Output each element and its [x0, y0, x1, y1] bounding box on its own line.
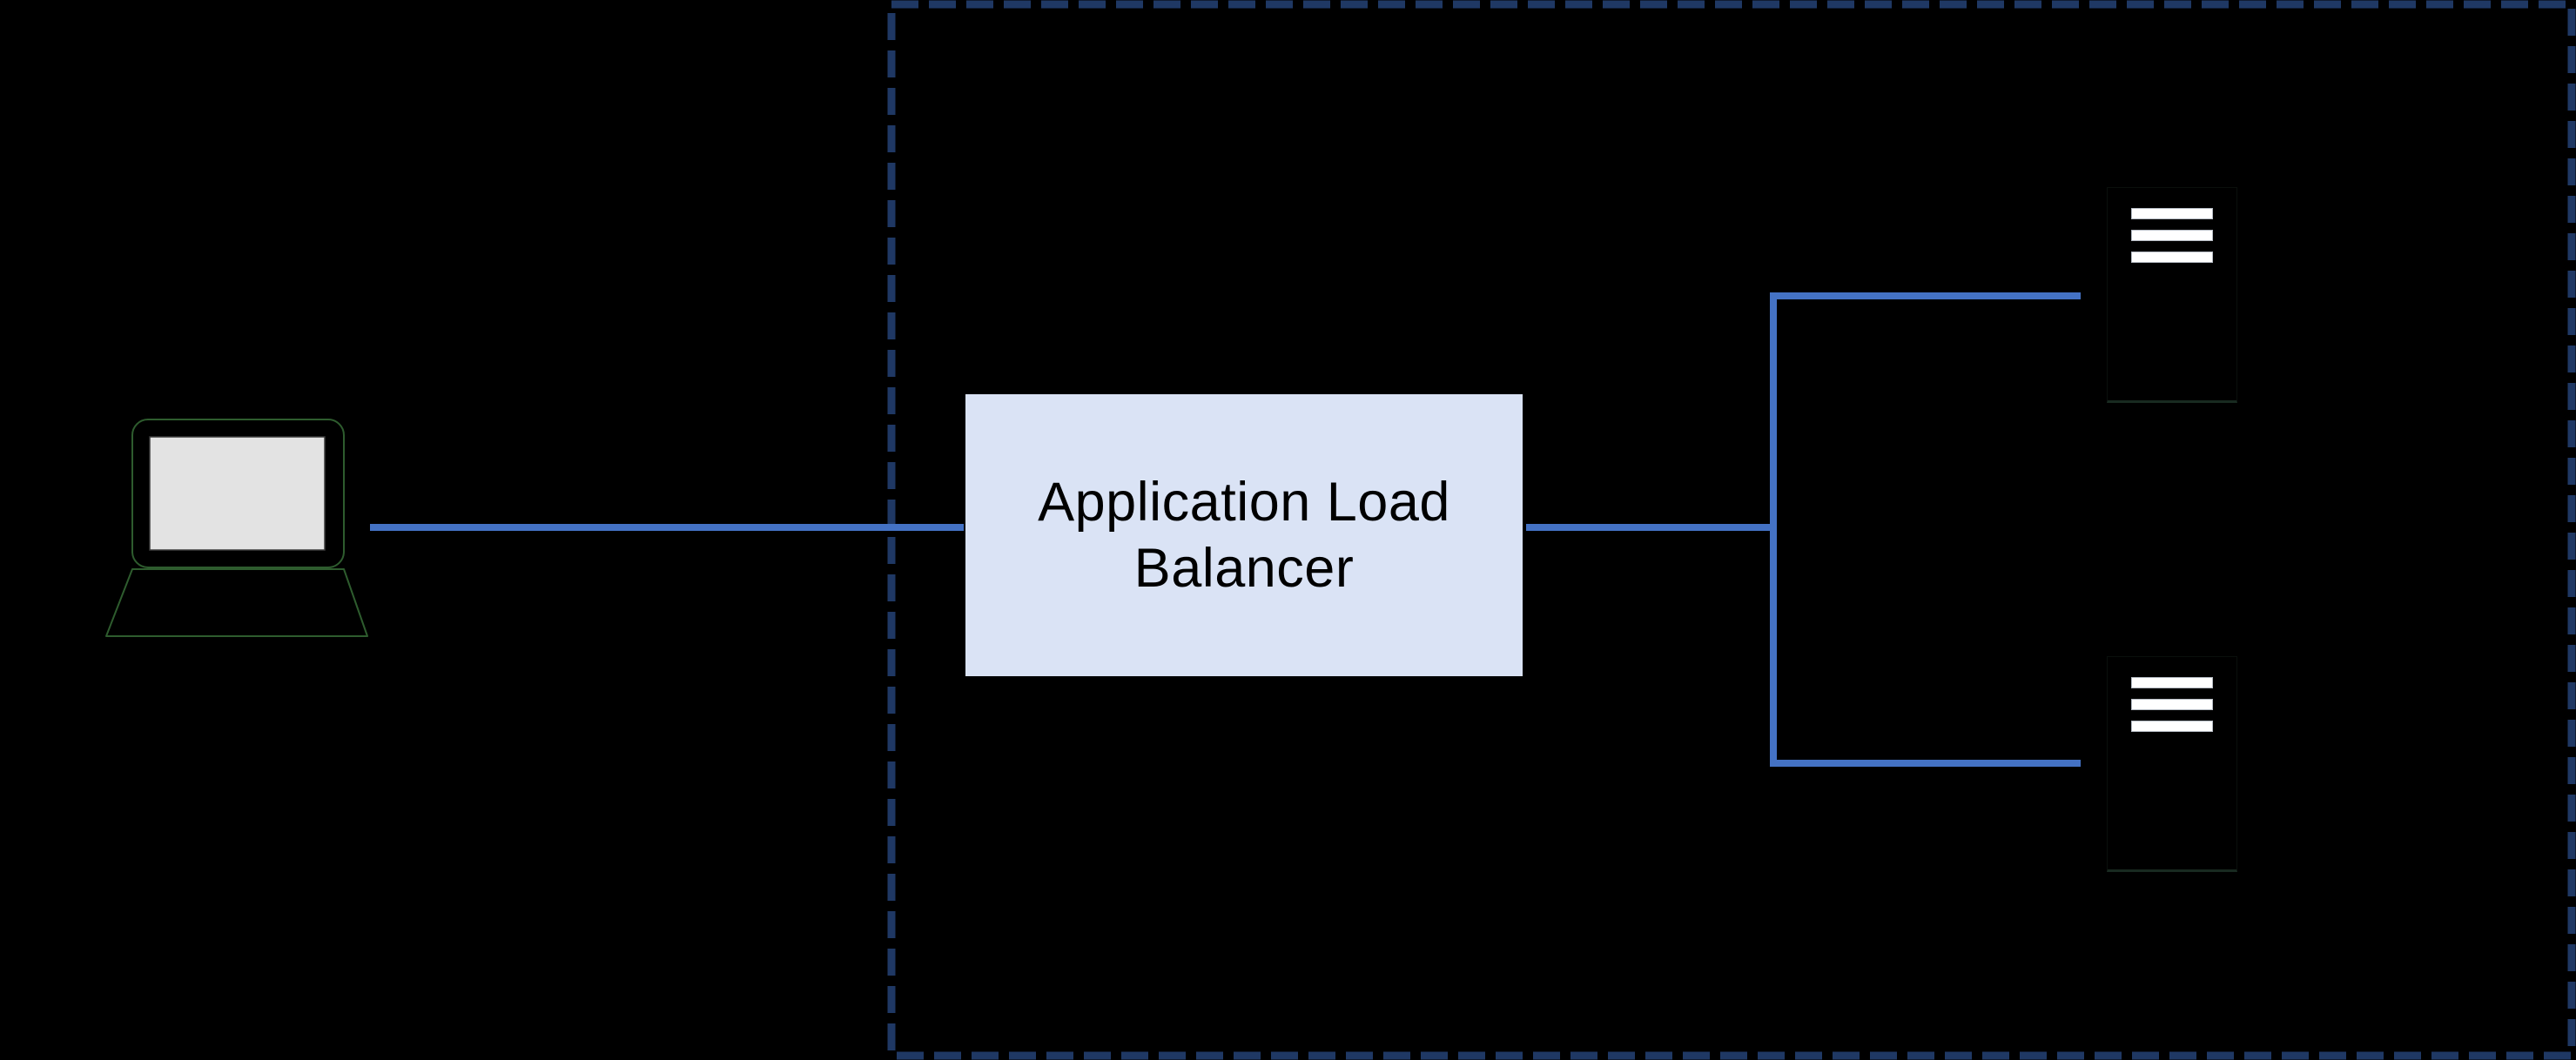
server-icon — [2107, 187, 2237, 403]
edge-split-bracket — [1770, 292, 2081, 767]
server-slot — [2131, 677, 2213, 688]
server-slot — [2131, 721, 2213, 732]
server-icon — [2107, 656, 2237, 872]
server-slot — [2131, 230, 2213, 241]
server-slot — [2131, 699, 2213, 710]
vpc-boundary — [887, 0, 2576, 1060]
alb-node: Application Load Balancer — [965, 394, 1523, 676]
laptop-icon — [105, 419, 368, 637]
server-slot — [2131, 252, 2213, 263]
laptop-base — [105, 568, 368, 637]
laptop-screen — [149, 436, 326, 551]
alb-label: Application Load Balancer — [1038, 472, 1450, 599]
server-slot — [2131, 208, 2213, 219]
